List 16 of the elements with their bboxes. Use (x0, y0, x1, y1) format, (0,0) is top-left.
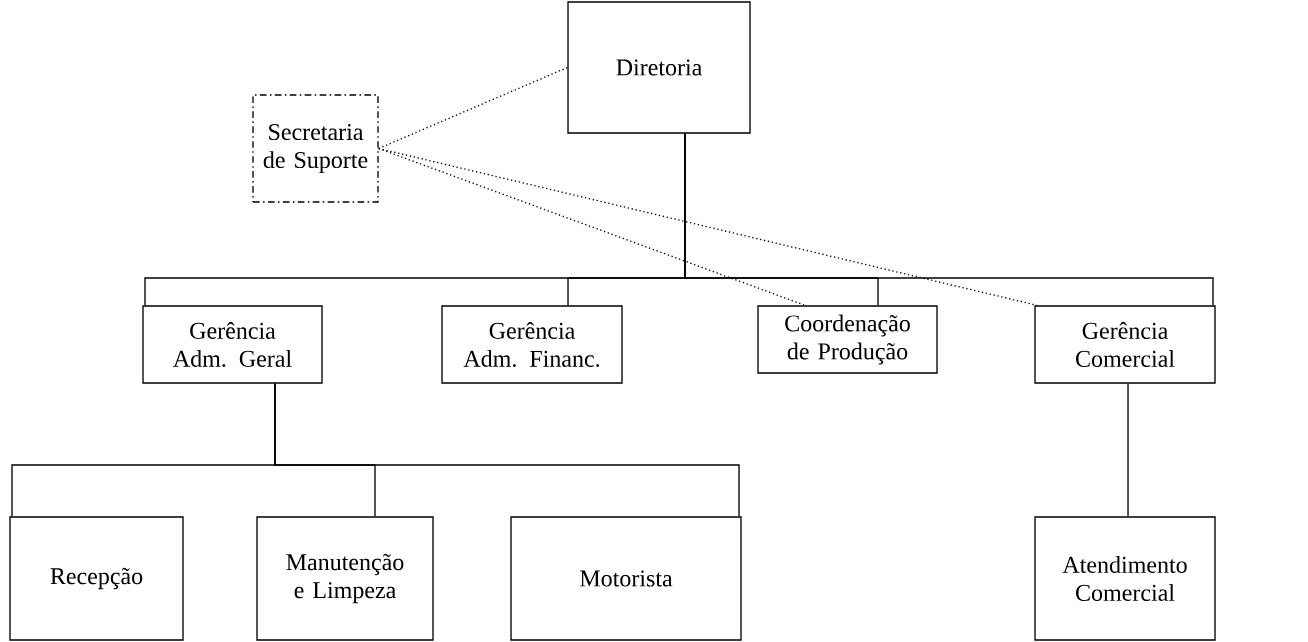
dotted-line (378, 147, 1038, 306)
connector-line (1127, 383, 1129, 517)
connector-line (274, 383, 740, 517)
org-box: Coordenação de Produção (757, 305, 938, 374)
org-box: Motorista (510, 516, 742, 641)
org-box: Manutenção e Limpeza (256, 516, 434, 641)
org-box: Diretoria (567, 1, 751, 134)
org-box: Gerência Adm. Financ. (441, 305, 623, 384)
org-box: Gerência Comercial (1034, 305, 1216, 384)
org-box: Recepção (9, 516, 184, 641)
dotted-line (378, 147, 806, 306)
org-box: Secretaria de Suporte (252, 94, 379, 203)
org-box: Gerência Adm. Geral (142, 305, 323, 384)
connector-line (684, 133, 1214, 306)
org-box: Atendimento Comercial (1034, 516, 1216, 641)
dotted-line (378, 66, 568, 150)
